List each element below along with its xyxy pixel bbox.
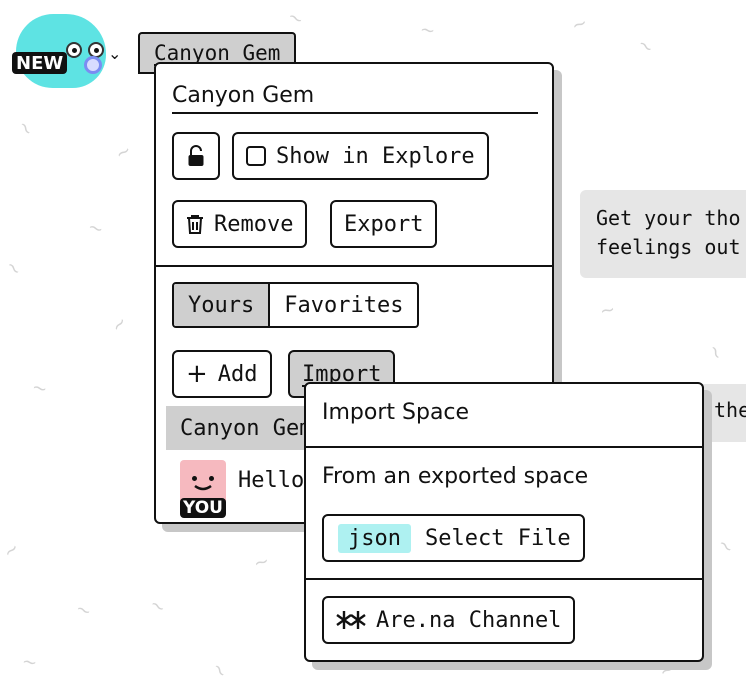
json-chip: json [338,523,411,553]
add-label: Add [217,361,258,387]
lock-button[interactable] [172,132,220,180]
import-section-label: From an exported space [322,464,589,489]
tab-favorites[interactable]: Favorites [284,292,404,318]
export-button[interactable]: Export [330,200,438,248]
remove-button[interactable]: Remove [172,200,308,248]
avatar-nose [84,56,102,74]
trash-icon [187,215,203,234]
plus-icon: + [186,359,208,389]
space-filter-tabs: Yours Favorites [172,282,420,328]
select-file-button[interactable]: json Select File [322,514,585,562]
show-in-explore-button[interactable]: Show in Explore [232,132,489,180]
tip-line: feelings out [596,235,741,259]
show-in-explore-label: Show in Explore [276,143,475,169]
checkbox-icon [246,146,266,166]
import-menu-title: Import Space [322,400,470,425]
divider [306,446,702,448]
avatar-eye [66,42,82,58]
select-file-label: Select File [424,525,571,551]
add-space-button[interactable]: + Add [172,350,272,398]
you-badge: YOU [180,498,226,518]
import-menu: Import Space From an exported space json… [304,382,704,662]
tip-text: the [714,398,746,422]
tip-line: Get your tho [596,206,741,230]
space-name-input[interactable]: Canyon Gem [172,78,538,114]
tip-card: Get your tho feelings out [580,190,746,278]
export-label: Export [344,211,424,237]
chevron-down-icon[interactable]: ⌄ [108,44,122,63]
user-avatar-button[interactable]: NEW [10,12,110,92]
arena-icon [336,611,366,629]
divider [306,578,702,580]
user-name: Hello [238,468,305,493]
new-badge: NEW [12,52,68,74]
tab-yours[interactable]: Yours [174,284,271,326]
lock-icon [188,145,204,166]
arena-label: Are.na Channel [376,607,562,633]
arena-channel-button[interactable]: Are.na Channel [322,596,576,644]
remove-label: Remove [214,211,294,237]
divider [156,265,552,267]
